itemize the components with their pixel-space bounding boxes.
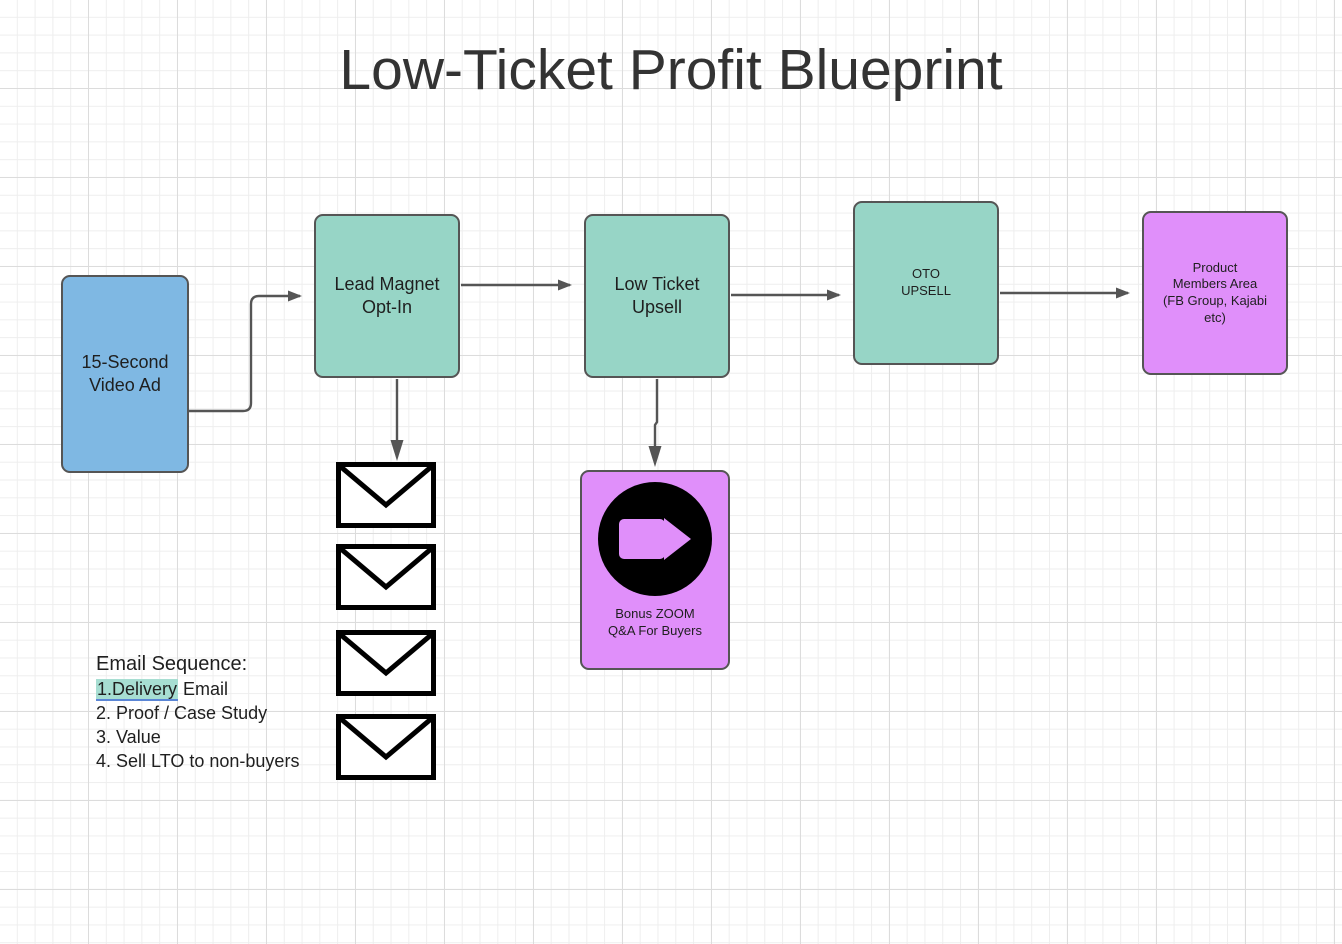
connector-lead-magnet-to-low-ticket	[461, 279, 572, 291]
envelope-flap-shape	[341, 635, 431, 691]
email-sequence-item-1-text: Delivery	[112, 679, 178, 699]
connector-oto-upsell-to-members-area	[1000, 287, 1130, 299]
email-envelope-icon-2	[336, 544, 436, 610]
email-envelope-icon-3	[336, 630, 436, 696]
node-oto-upsell[interactable]: OTO UPSELL	[853, 201, 999, 365]
email-sequence-heading: Email Sequence:	[96, 653, 248, 675]
email-sequence-item-1-highlight: 1.Delivery	[96, 679, 179, 701]
zoom-camera-lens-shape	[664, 518, 691, 560]
envelope-flap-shape	[341, 467, 431, 523]
node-oto-upsell-label: OTO UPSELL	[901, 266, 951, 298]
connector-low-ticket-to-zoom-bonus	[648, 379, 662, 467]
node-video-ad[interactable]: 15-Second Video Ad	[61, 275, 189, 473]
email-sequence-item-1-rest: Email	[178, 679, 229, 699]
node-video-ad-label: 15-Second Video Ad	[81, 351, 169, 395]
node-lead-magnet-optin-label: Lead Magnet Opt-In	[334, 273, 440, 317]
connector-video-ad-to-lead-magnet	[189, 290, 302, 413]
connector-low-ticket-to-oto-upsell	[731, 289, 841, 301]
envelope-flap-shape	[341, 719, 431, 775]
zoom-video-camera-icon	[598, 482, 712, 596]
email-sequence-item-3: 3. Value	[96, 727, 161, 747]
node-product-members-area-label: Product Members Area (FB Group, Kajabi e…	[1162, 259, 1268, 325]
email-sequence-item-2: 2. Proof / Case Study	[96, 703, 268, 723]
email-sequence-item-4: 4. Sell LTO to non-buyers	[96, 751, 300, 771]
envelope-flap-shape	[341, 549, 431, 605]
email-sequence-item-1-number: 1.	[97, 679, 113, 699]
connector-lead-magnet-to-emails	[390, 379, 404, 461]
node-low-ticket-upsell-label: Low Ticket Upsell	[614, 273, 700, 317]
node-bonus-zoom-qa[interactable]: Bonus ZOOM Q&A For Buyers	[580, 470, 730, 670]
email-envelope-icon-1	[336, 462, 436, 528]
email-envelope-icon-4	[336, 714, 436, 780]
diagram-title: Low-Ticket Profit Blueprint	[339, 38, 1003, 102]
email-sequence-item-1: 1.Delivery Email	[96, 677, 426, 701]
node-product-members-area[interactable]: Product Members Area (FB Group, Kajabi e…	[1142, 211, 1288, 375]
node-lead-magnet-optin[interactable]: Lead Magnet Opt-In	[314, 214, 460, 378]
node-low-ticket-upsell[interactable]: Low Ticket Upsell	[584, 214, 730, 378]
email-sequence-notes: Email Sequence: 1.Delivery Email 2. Proo…	[96, 652, 426, 773]
zoom-camera-body-shape	[619, 519, 665, 559]
node-bonus-zoom-qa-label: Bonus ZOOM Q&A For Buyers	[608, 606, 702, 638]
